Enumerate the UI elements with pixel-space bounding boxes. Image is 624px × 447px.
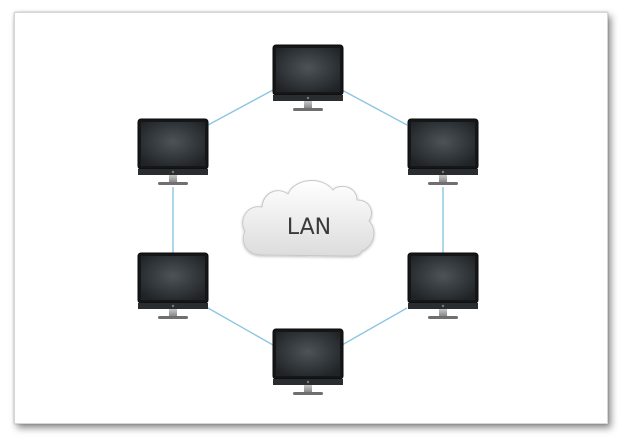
cloud-icon <box>242 180 375 257</box>
link-bottom-to-lower-left <box>207 307 274 346</box>
power-led <box>441 170 445 174</box>
link-upper-left-to-top <box>207 89 274 126</box>
monitor-base <box>428 316 458 319</box>
monitor-screen <box>276 48 340 92</box>
desktop-computer-icon <box>407 118 479 185</box>
monitor-neck <box>439 309 447 316</box>
power-led <box>171 170 175 174</box>
monitor-neck <box>304 101 312 108</box>
monitor-screen <box>411 256 475 300</box>
monitor-screen <box>276 332 340 376</box>
lan-label: LAN <box>287 215 331 240</box>
monitor-base <box>293 108 323 111</box>
computer-top <box>272 44 344 111</box>
power-led <box>171 304 175 308</box>
link-top-to-upper-right <box>341 89 408 126</box>
computer-bottom <box>272 328 344 395</box>
desktop-computer-icon <box>407 252 479 319</box>
monitor-base <box>428 182 458 185</box>
computer-upper-left <box>137 118 209 185</box>
computer-lower-left <box>137 252 209 319</box>
monitor-screen <box>141 256 205 300</box>
monitor-neck <box>304 385 312 392</box>
desktop-computer-icon <box>137 118 209 185</box>
monitor-screen <box>141 122 205 166</box>
power-led <box>306 96 310 100</box>
power-led <box>306 380 310 384</box>
computer-upper-right <box>407 118 479 185</box>
monitor-screen <box>411 122 475 166</box>
monitor-neck <box>169 175 177 182</box>
monitor-neck <box>439 175 447 182</box>
monitor-base <box>293 392 323 395</box>
desktop-computer-icon <box>137 252 209 319</box>
desktop-computer-icon <box>272 328 344 395</box>
desktop-computer-icon <box>272 44 344 111</box>
monitor-neck <box>169 309 177 316</box>
lan-cloud: LAN <box>242 180 375 257</box>
monitor-base <box>158 182 188 185</box>
monitor-base <box>158 316 188 319</box>
power-led <box>441 304 445 308</box>
computer-lower-right <box>407 252 479 319</box>
network-links <box>172 89 444 346</box>
link-lower-right-to-bottom <box>341 307 408 346</box>
